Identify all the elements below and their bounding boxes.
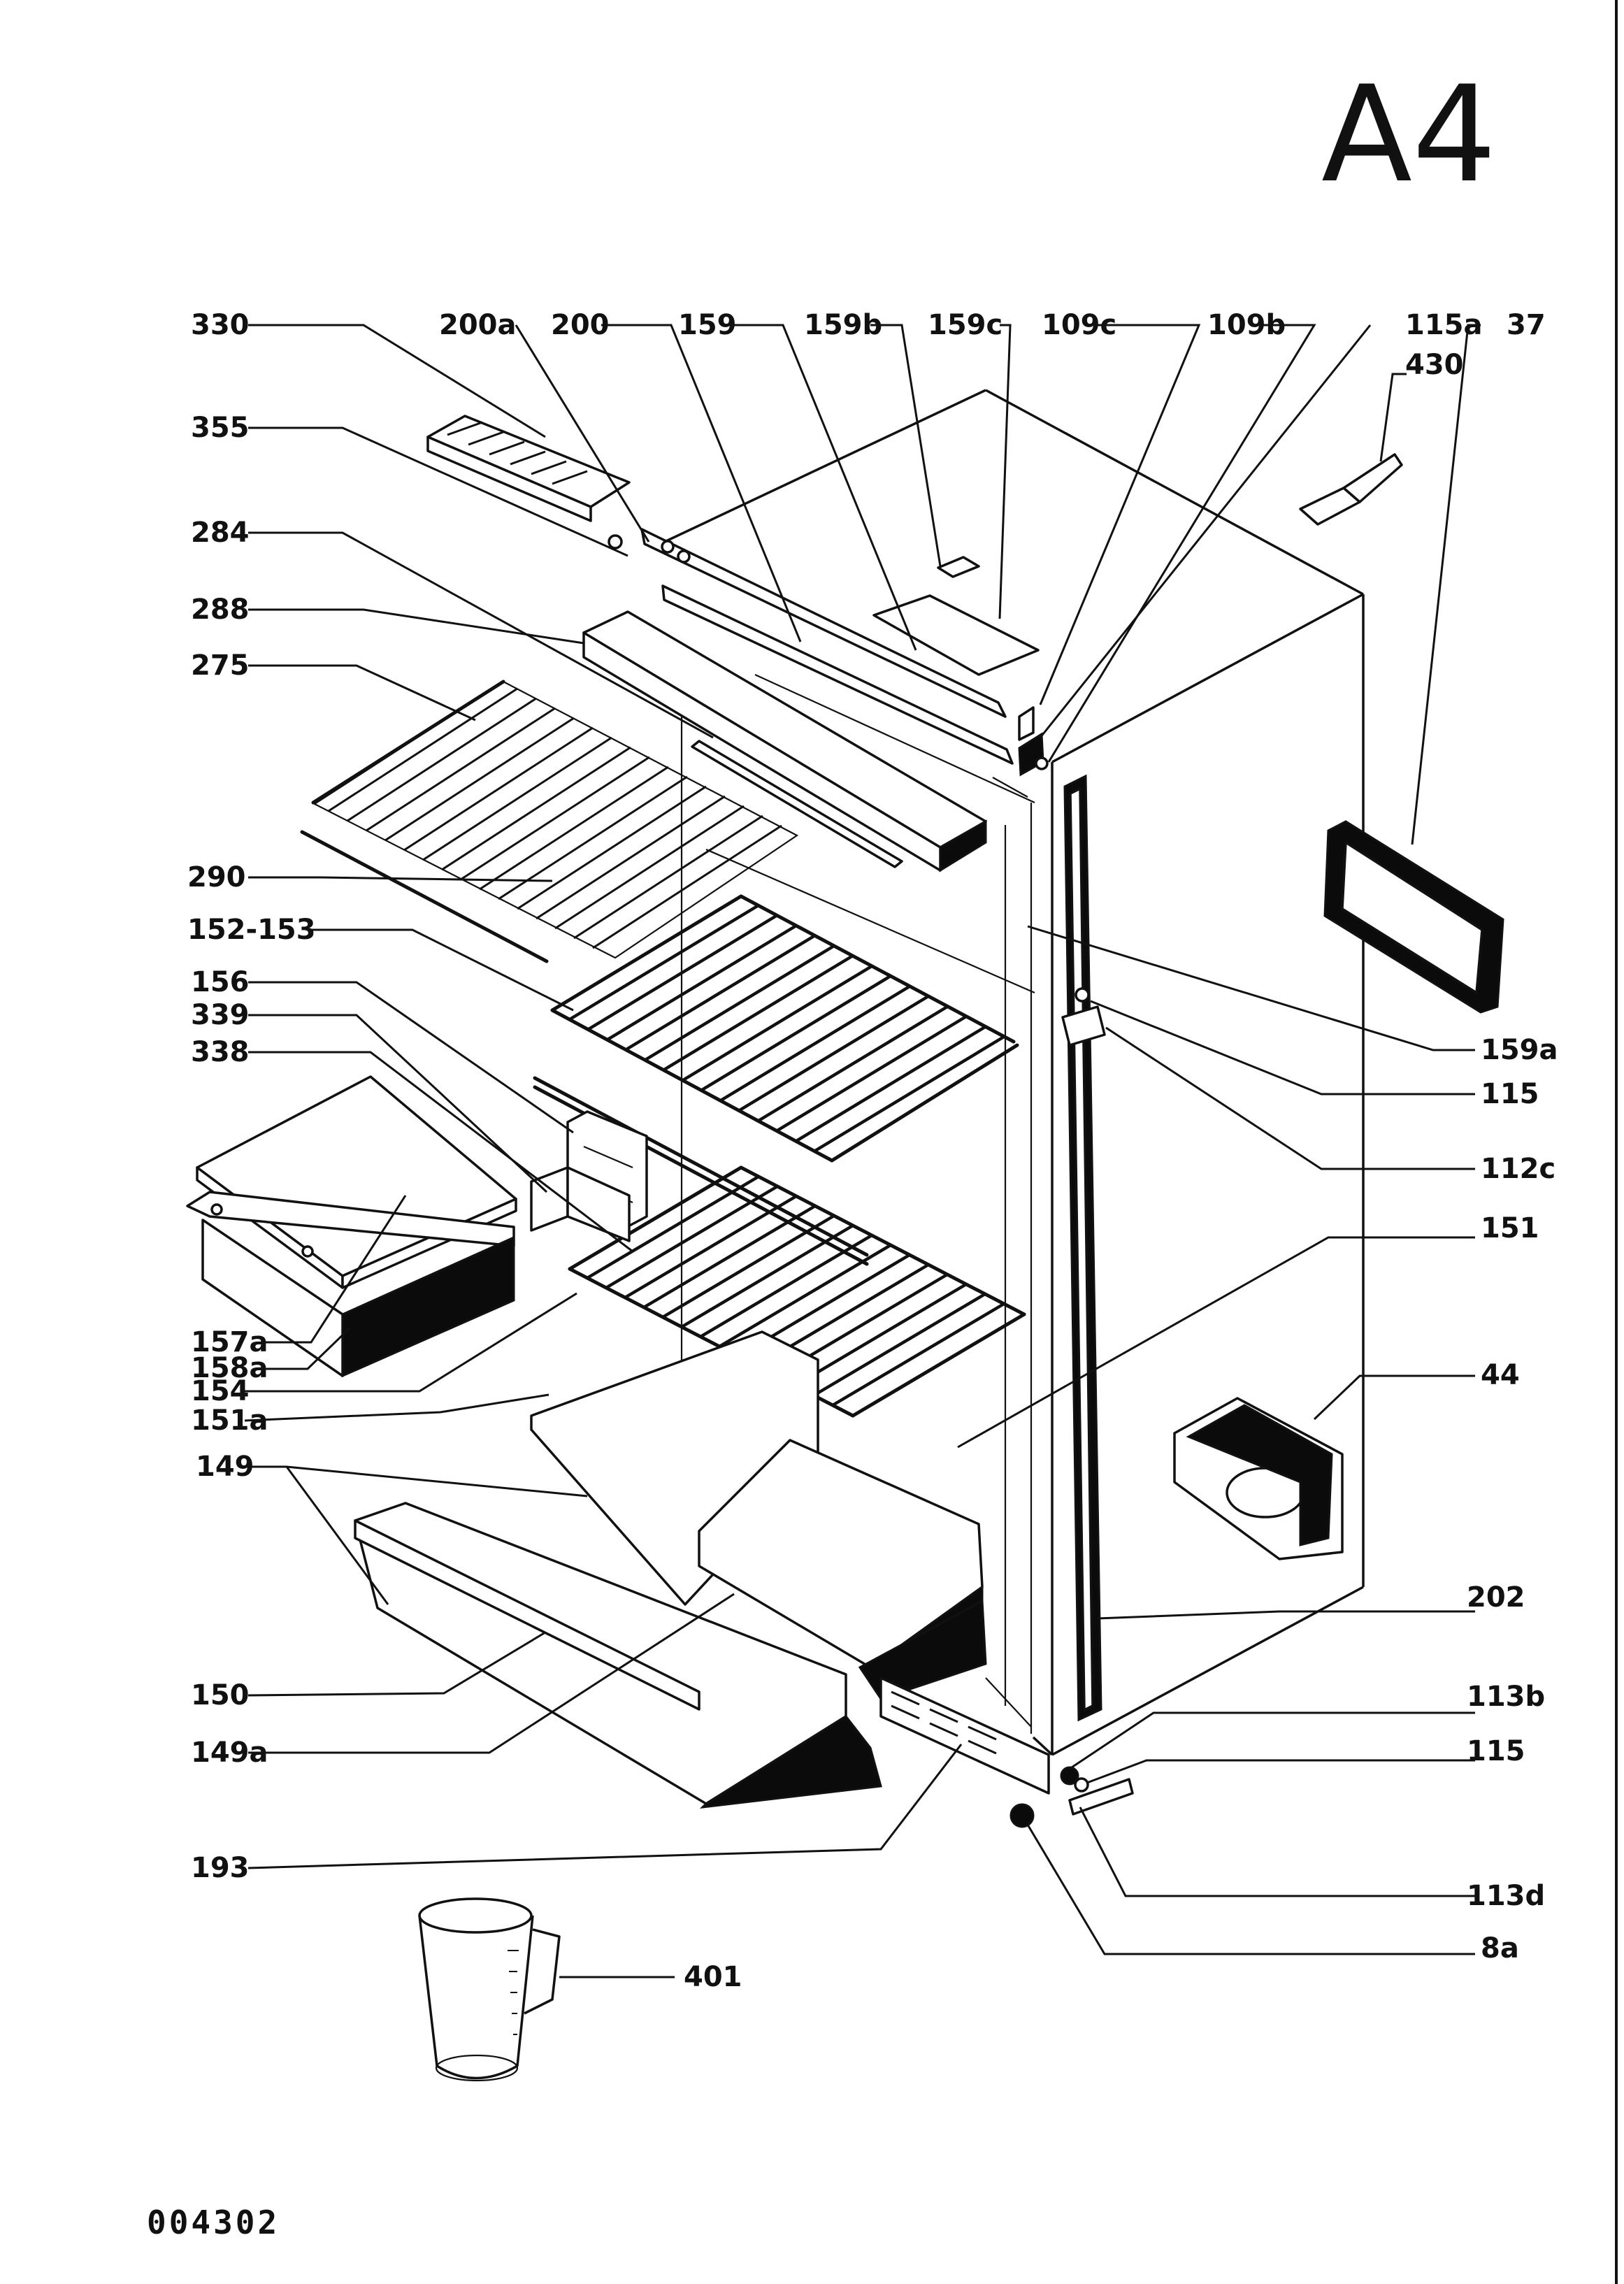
label-202: 202 — [1467, 1581, 1525, 1614]
ice-scraper — [1299, 453, 1403, 526]
label-288: 288 — [191, 594, 250, 626]
ventilation-grille — [879, 1676, 1050, 1795]
label-430: 430 — [1405, 349, 1464, 381]
label-112c: 112c — [1481, 1153, 1555, 1185]
label-152-153: 152-153 — [187, 914, 316, 946]
label-401: 401 — [684, 1961, 742, 1993]
label-151: 151 — [1481, 1212, 1539, 1244]
label-159a: 159a — [1481, 1034, 1558, 1066]
label-159b: 159b — [804, 309, 882, 341]
part-labels: 330 200a 200 159 159b 159c 109c 109b 115… — [187, 309, 1558, 1993]
egg-holder — [1173, 1397, 1344, 1560]
label-151a: 151a — [191, 1405, 268, 1437]
label-149: 149 — [196, 1451, 254, 1483]
page-code: A4 — [1321, 57, 1497, 212]
label-44: 44 — [1481, 1359, 1520, 1391]
label-8a: 8a — [1481, 1932, 1519, 1965]
top-panel-components — [640, 528, 1044, 777]
label-149a: 149a — [191, 1737, 268, 1769]
label-290: 290 — [187, 861, 246, 893]
door-shelf — [1323, 820, 1504, 1014]
label-193: 193 — [191, 1852, 250, 1884]
label-200: 200 — [551, 309, 610, 341]
shelf-brackets — [530, 1110, 648, 1242]
document-number: 004302 — [147, 2204, 280, 2241]
hinge-parts — [608, 534, 1134, 1828]
door-gasket-strip — [1063, 774, 1102, 1722]
label-200a: 200a — [439, 309, 517, 341]
leader-lines — [244, 324, 1481, 1978]
label-284: 284 — [191, 517, 250, 549]
crisper-drawers — [354, 1330, 987, 1809]
label-115a: 115a — [1405, 309, 1483, 341]
ice-cube-tray — [426, 415, 631, 522]
label-339: 339 — [191, 999, 250, 1031]
label-159c: 159c — [928, 309, 1003, 341]
label-109c: 109c — [1042, 309, 1116, 341]
label-159: 159 — [678, 309, 737, 341]
label-330: 330 — [191, 309, 250, 341]
measuring-jug — [418, 1897, 561, 2082]
label-115-top: 115 — [1481, 1078, 1539, 1110]
label-115-bottom: 115 — [1467, 1735, 1525, 1767]
freezer-compartment — [186, 1075, 517, 1378]
label-156: 156 — [191, 966, 250, 998]
label-355: 355 — [191, 412, 250, 444]
cabinet-body — [656, 389, 1365, 1756]
light-housing — [582, 610, 987, 872]
label-154: 154 — [191, 1375, 250, 1407]
label-113b: 113b — [1467, 1681, 1545, 1713]
label-158a: 158a — [191, 1352, 268, 1384]
label-157a: 157a — [191, 1326, 268, 1358]
label-109b: 109b — [1207, 309, 1286, 341]
upper-wire-shelf — [300, 680, 799, 963]
label-37: 37 — [1507, 309, 1546, 341]
label-150: 150 — [191, 1679, 250, 1711]
label-275: 275 — [191, 649, 250, 682]
lower-wire-shelf — [568, 1165, 1026, 1418]
label-113d: 113d — [1467, 1880, 1545, 1912]
label-338: 338 — [191, 1036, 250, 1068]
